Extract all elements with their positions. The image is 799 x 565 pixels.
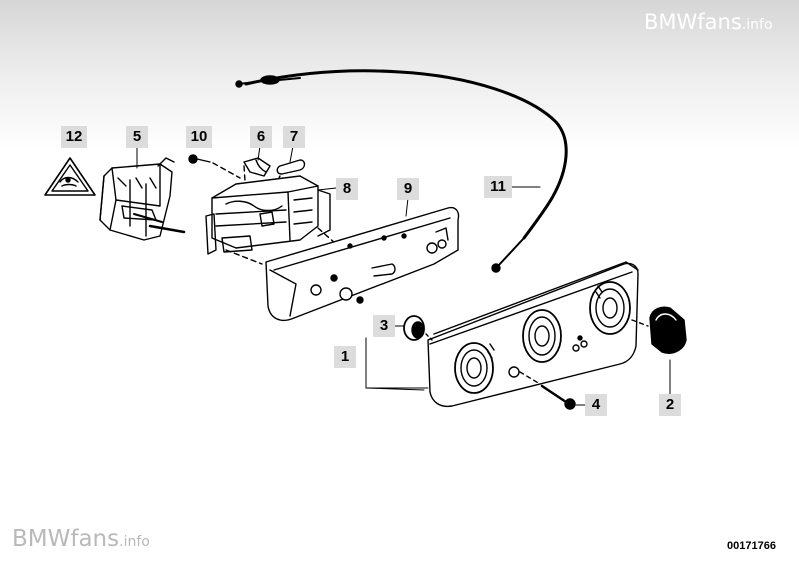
part-12-warning-label (44, 157, 96, 196)
callout-12: 12 (61, 126, 87, 148)
callout-7: 7 (283, 126, 305, 148)
part-1-control-panel (427, 261, 639, 408)
callout-6: 6 (250, 126, 272, 148)
part-3-lens (403, 315, 433, 341)
part-6-bulb-holder (243, 157, 271, 197)
watermark-bottom-text: BMWfans (12, 526, 120, 552)
callout-8: 8 (336, 178, 358, 200)
watermark-top-text: BMWfans (644, 10, 742, 34)
part-8-switch-housing (205, 175, 337, 265)
callout-4: 4 (585, 394, 607, 416)
watermark-bottom-suffix: .info (119, 534, 150, 550)
watermark-bottom: BMWfans.info (12, 526, 150, 552)
callout-1: 1 (334, 346, 356, 368)
part-11-bowden-cable (235, 69, 568, 273)
watermark-top: BMWfans.info (644, 10, 773, 34)
callout-2: 2 (659, 394, 681, 416)
part-5-control-unit (99, 157, 186, 241)
part-10-screw (188, 154, 241, 179)
diagram-number: 00171766 (727, 540, 776, 552)
part-9-cover-plate (265, 206, 460, 322)
callout-11: 11 (484, 176, 512, 198)
watermark-top-suffix: .info (741, 17, 773, 33)
part-4-screw (519, 371, 576, 410)
part-2-knob (631, 306, 687, 354)
leader-lines (136, 145, 671, 406)
callout-9: 9 (397, 178, 419, 200)
callout-10: 10 (186, 126, 212, 148)
callout-5: 5 (126, 126, 148, 148)
callout-3: 3 (373, 315, 395, 337)
